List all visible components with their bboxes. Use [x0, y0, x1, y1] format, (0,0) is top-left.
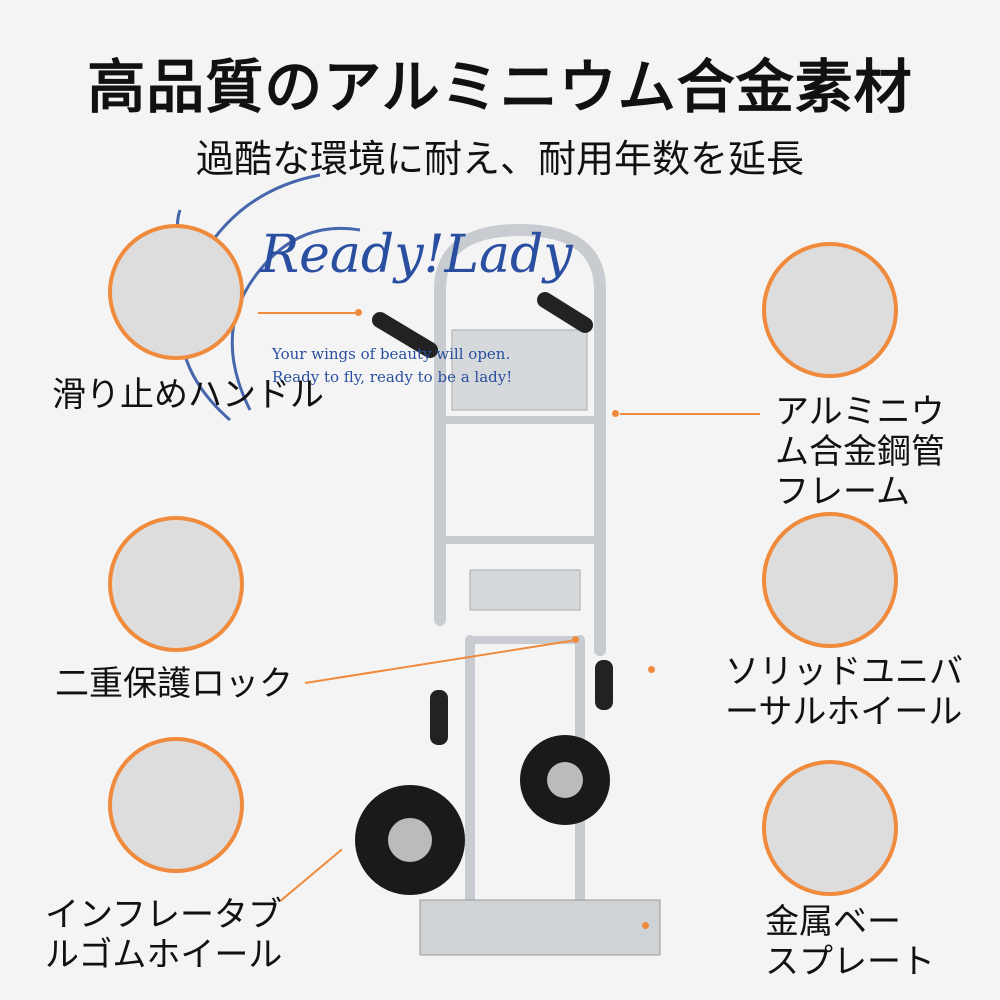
watermark-line1: Your wings of beauty will open. — [272, 345, 511, 363]
frame-pointer — [620, 413, 760, 415]
lock-dot — [572, 636, 579, 643]
lock-detail-image — [108, 516, 244, 652]
watermark-brand: Ready!Lady — [260, 225, 573, 285]
feature-tire-label: インフレータブルゴムホイール — [45, 895, 283, 975]
feature-plate-label: 金属ベースプレート — [765, 902, 935, 982]
feature-frame-label: アルミニウム合金鋼管フレーム — [775, 392, 945, 512]
tire-detail-image — [108, 737, 244, 873]
handle-detail-image — [108, 224, 244, 360]
frame-detail-image — [762, 242, 898, 378]
handle-pointer — [258, 312, 358, 314]
page-title: 高品質のアルミニウム合金素材 — [87, 53, 913, 121]
handle-dot — [355, 309, 362, 316]
caster-dot — [648, 666, 655, 673]
plate-detail-image — [762, 760, 898, 896]
plate-dot — [642, 922, 649, 929]
feature-caster-label: ソリッドユニバーサルホイール — [725, 652, 963, 732]
frame-dot — [612, 410, 619, 417]
feature-handle-label: 滑り止めハンドル — [52, 375, 324, 415]
feature-lock-label: 二重保護ロック — [55, 664, 293, 704]
page-subtitle: 過酷な環境に耐え、耐用年数を延長 — [195, 137, 804, 181]
watermark-line2: Ready to fly, ready to be a lady! — [272, 368, 513, 386]
caster-detail-image — [762, 512, 898, 648]
